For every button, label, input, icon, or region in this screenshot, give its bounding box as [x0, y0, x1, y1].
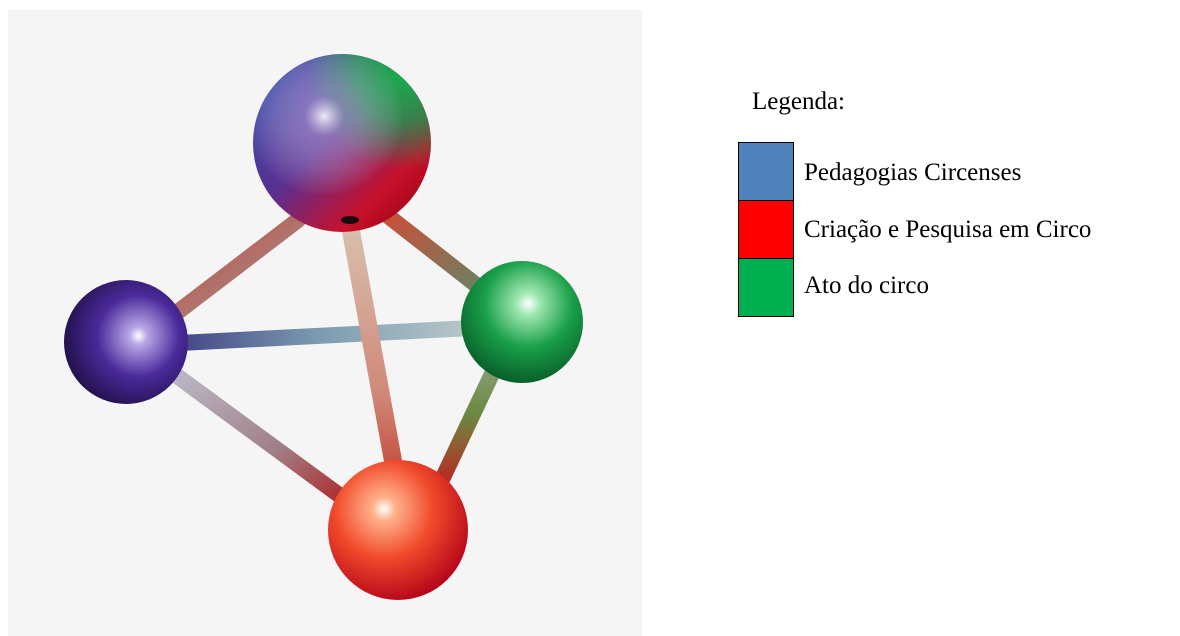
legend-label-ato: Ato do circo	[804, 272, 929, 299]
swatch-pedagogias	[739, 143, 793, 201]
legend-label-criacao: Criação e Pesquisa em Circo	[804, 216, 1092, 243]
rod-top-left	[154, 212, 306, 332]
rod-left-right	[152, 320, 480, 352]
right-sphere	[461, 261, 583, 383]
tetrahedron-svg	[64, 54, 583, 600]
rod-left-bottom	[150, 354, 362, 514]
swatch-criacao	[739, 201, 793, 259]
swatch-ato	[739, 259, 793, 316]
molecule-diagram	[8, 10, 642, 636]
legend-label-pedagogias: Pedagogias Circenses	[804, 159, 1022, 186]
legend-swatch-box	[738, 142, 794, 317]
legend-title: Legenda:	[752, 88, 846, 115]
top-sphere	[253, 54, 431, 232]
bottom-sphere	[328, 460, 468, 600]
left-sphere	[64, 280, 188, 404]
rod-cap	[341, 216, 359, 224]
